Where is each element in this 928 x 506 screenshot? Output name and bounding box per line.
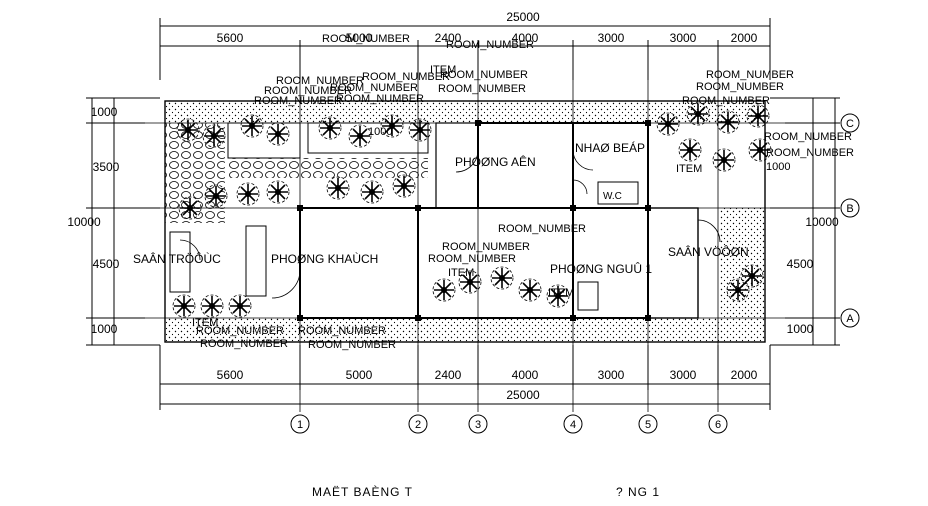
room-number-tag: ROOM_NUMBER	[764, 131, 852, 143]
room-san-vuon: SAÂN VÖÔØN	[668, 244, 749, 259]
room-number-tag: ROOM_NUMBER	[254, 95, 342, 107]
left-dim-4: 1000	[91, 322, 118, 336]
room-number-tag: ROOM_NUMBER	[696, 81, 784, 93]
room-number-tag: ROOM_NUMBER	[196, 325, 284, 337]
top-dim-6: 3000	[670, 31, 697, 45]
room-number-tag: ROOM_NUMBER	[428, 253, 516, 265]
overall-dimension-bottom: 25000	[506, 388, 540, 402]
room-number-tag: ROOM_NUMBER	[264, 85, 352, 97]
room-phong-an: PHOØNG AÊN	[455, 154, 536, 169]
grid-col-6: 6	[715, 419, 721, 431]
left-dim-1: 1000	[91, 105, 118, 119]
grid-col-1: 1	[297, 419, 303, 431]
door-swings	[179, 149, 721, 299]
code-tag: 1000	[368, 126, 392, 138]
cad-tag-cluster-right: ROOM_NUMBER ROOM_NUMBER ROOM_NUMBER ROOM…	[676, 69, 854, 175]
top-dim-7: 2000	[731, 31, 758, 45]
top-dim-4: 4000	[512, 31, 539, 45]
right-dim-3: 4500	[787, 257, 814, 271]
room-number-tag: ROOM_NUMBER	[766, 147, 854, 159]
room-number-tag: ROOM_NUMBER	[446, 39, 534, 51]
overall-dimension-top: 25000	[506, 10, 540, 24]
grid-row-a: A	[846, 313, 854, 325]
code-tag: 1000	[766, 161, 790, 173]
dotted-paving-zones	[165, 101, 765, 342]
left-dim-2: 3500	[93, 160, 120, 174]
room-number-tag: ROOM_NUMBER	[322, 33, 410, 45]
room-number-tag: ROOM_NUMBER	[298, 325, 386, 337]
room-number-tag: ROOM_NUMBER	[330, 82, 418, 94]
room-san-truoc: SAÂN TRÖÔÙC	[133, 251, 221, 266]
top-dim-5: 3000	[598, 31, 625, 45]
room-wc: W.C	[603, 191, 622, 202]
drawing-caption: MAËT BAÈNG T	[312, 484, 413, 499]
room-phong-ngu-1: PHOØNG NGUÛ 1	[550, 261, 652, 276]
left-total: 10000	[67, 215, 101, 229]
grid-bubbles	[290, 113, 860, 434]
room-number-tag: ROOM_NUMBER	[362, 71, 450, 83]
room-number-tag: ROOM_NUMBER	[308, 339, 396, 351]
room-number-tag: ROOM_NUMBER	[706, 69, 794, 81]
bottom-dim-4: 4000	[512, 368, 539, 382]
grid-col-5: 5	[645, 419, 651, 431]
bottom-dim-6: 3000	[670, 368, 697, 382]
bottom-dim-5: 3000	[598, 368, 625, 382]
building-walls	[164, 100, 766, 343]
room-number-tag: ROOM_NUMBER	[442, 241, 530, 253]
left-dim-3: 4500	[93, 257, 120, 271]
room-number-tag: ROOM_NUMBER	[682, 95, 770, 107]
bottom-dim-7: 2000	[731, 368, 758, 382]
room-number-tag: ROOM_NUMBER	[498, 223, 586, 235]
bottom-dim-2: 5000	[346, 368, 373, 382]
grid-row-c: C	[846, 118, 854, 130]
item-tag: ITEM	[548, 287, 574, 299]
grid-col-4: 4	[570, 419, 576, 431]
cad-tag-cluster-top: ROOM_NUMBER ROOM_NUMBER ITEM ROOM_NUMBER…	[254, 33, 534, 138]
columns	[297, 120, 651, 321]
room-nha-bep: NHAØ BEÁP	[575, 140, 645, 155]
cad-tag-cluster-bottom: ITEM ROOM_NUMBER ROOM_NUMBER ROOM_NUMBER…	[192, 317, 396, 351]
bottom-dim-3: 2400	[435, 368, 462, 382]
grid-col-3: 3	[475, 419, 481, 431]
item-tag: ITEM	[448, 267, 474, 279]
bottom-dim-1: 5600	[217, 368, 244, 382]
room-number-tag: ROOM_NUMBER	[276, 75, 364, 87]
room-number-tag: ROOM_NUMBER	[438, 83, 526, 95]
item-tag: ITEM	[430, 64, 456, 76]
room-number-tag: ROOM_NUMBER	[336, 93, 424, 105]
top-dim-1: 5600	[217, 31, 244, 45]
room-number-tag: ROOM_NUMBER	[440, 69, 528, 81]
landscape-trees	[172, 102, 772, 318]
item-tag: ITEM	[192, 317, 218, 329]
right-total: 10000	[805, 215, 839, 229]
grid-col-2: 2	[415, 419, 421, 431]
cad-tag-cluster-center: ROOM_NUMBER ROOM_NUMBER ROOM_NUMBER ITEM…	[428, 223, 586, 299]
top-dimension-lines	[159, 18, 771, 80]
top-dim-2: 5000	[346, 31, 373, 45]
item-tag: ITEM	[676, 163, 702, 175]
top-dim-3: 2400	[435, 31, 462, 45]
room-phong-khach: PHOØNG KHAÙCH	[271, 251, 378, 266]
drawing-caption-floor: ? NG 1	[616, 485, 660, 499]
grid-row-b: B	[846, 203, 853, 215]
right-dim-4: 1000	[787, 322, 814, 336]
room-number-tag: ROOM_NUMBER	[200, 338, 288, 350]
